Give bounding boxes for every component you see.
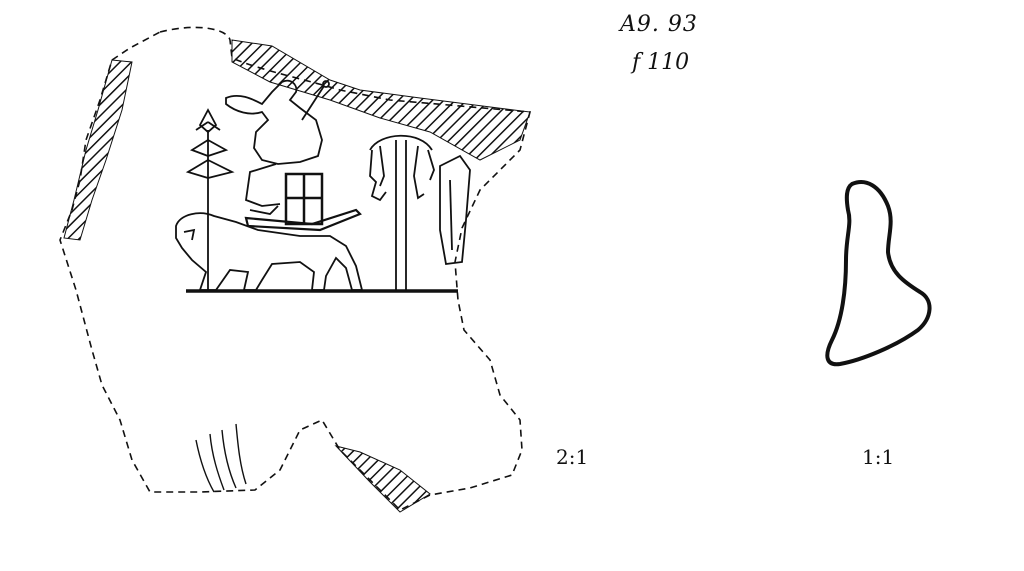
seal-impression xyxy=(59,26,532,513)
profile-outline xyxy=(825,180,932,367)
catalog-id-label: A9. 93 xyxy=(620,12,698,37)
tree xyxy=(185,108,235,291)
attendant-fragment xyxy=(439,154,471,265)
scale-label-profile: 1:1 xyxy=(862,445,895,469)
scale-label-impression: 2:1 xyxy=(556,445,589,469)
seated-figure xyxy=(225,79,330,215)
break-hatch-top xyxy=(231,39,531,161)
animal xyxy=(175,212,364,291)
standard xyxy=(369,134,435,291)
fragment-outline xyxy=(59,26,532,511)
break-hatch-bottom xyxy=(334,445,431,513)
throne xyxy=(284,172,324,226)
folio-label: f 110 xyxy=(632,50,690,75)
break-hatch-left xyxy=(63,59,133,241)
fold-lines xyxy=(195,423,247,493)
